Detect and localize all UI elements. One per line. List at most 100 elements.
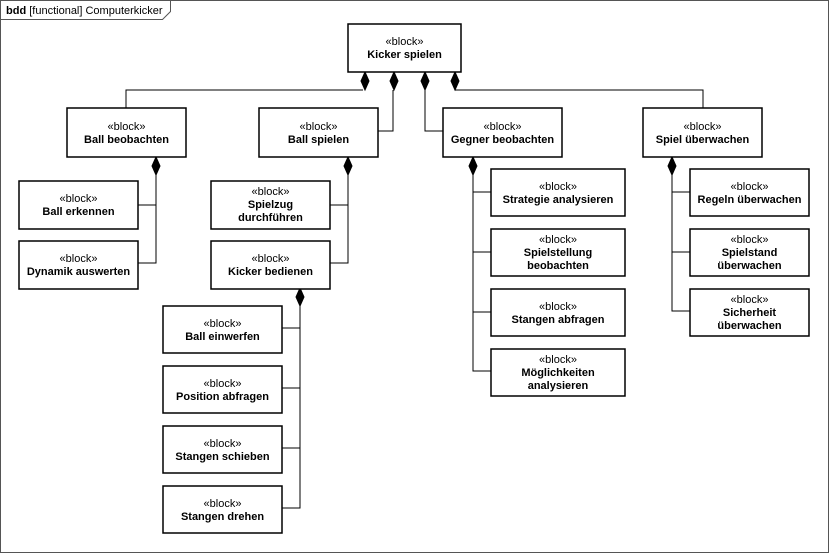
block-name-line: Möglichkeiten [521, 367, 595, 379]
composition-diamond [667, 155, 677, 177]
block-ball-einwerfen[interactable]: «block» Ball einwerfen [162, 305, 283, 354]
frame-label-tab [0, 0, 171, 20]
block-name: Kicker spielen [367, 49, 442, 61]
block-name: Ball erkennen [42, 206, 114, 218]
block-spiel-ueberwachen[interactable]: «block» Spiel überwachen [642, 107, 763, 158]
connector-root-gegner-beobachten [424, 90, 443, 132]
composition-diamond [360, 70, 370, 92]
connector-root-ball-beobachten [125, 89, 363, 108]
frame-label: bdd [functional] Computerkicker [6, 5, 163, 17]
block-stereotype: «block» [731, 234, 769, 246]
connector-ball-spielen-children [330, 174, 349, 264]
block-stereotype: «block» [204, 438, 242, 450]
block-box [689, 228, 810, 277]
block-box [258, 107, 379, 158]
block-name-line: überwachen [717, 260, 781, 272]
block-box [162, 485, 283, 534]
block-stereotype: «block» [60, 253, 98, 265]
block-name: Stangen drehen [181, 511, 264, 523]
block-name: Kicker bedienen [228, 266, 313, 278]
block-stangen-drehen[interactable]: «block» Stangen drehen [162, 485, 283, 534]
block-gegner-beobachten[interactable]: «block» Gegner beobachten [442, 107, 563, 158]
block-box [18, 180, 139, 230]
block-kicker-spielen[interactable]: «block» Kicker spielen [347, 23, 462, 73]
block-stereotype: «block» [204, 378, 242, 390]
block-name-line: Spielstand [722, 247, 778, 259]
block-stereotype: «block» [539, 354, 577, 366]
block-box [689, 288, 810, 337]
block-name: Regeln überwachen [698, 194, 802, 206]
block-stereotype: «block» [300, 121, 338, 133]
composition-diamond [343, 155, 353, 177]
connector-gegner-beobachten-children [472, 174, 491, 372]
block-ball-spielen[interactable]: «block» Ball spielen [258, 107, 379, 158]
block-stereotype: «block» [108, 121, 146, 133]
block-name: Ball beobachten [84, 134, 169, 146]
block-name-line: Spielstellung [524, 247, 592, 259]
block-box [66, 107, 187, 158]
frame-kind: bdd [6, 5, 26, 17]
block-box [490, 168, 626, 217]
block-stereotype: «block» [386, 36, 424, 48]
block-box [162, 425, 283, 474]
block-name-line: analysieren [528, 380, 589, 392]
composition-diamond [450, 70, 460, 92]
block-name-line: durchführen [238, 212, 303, 224]
block-stangen-schieben[interactable]: «block» Stangen schieben [162, 425, 283, 474]
block-name: Dynamik auswerten [27, 266, 131, 278]
block-box [689, 168, 810, 217]
block-name: Stangen schieben [175, 451, 269, 463]
block-box [490, 288, 626, 337]
block-spielstellung-beobachten[interactable]: «block» Spielstellung beobachten [490, 228, 626, 277]
block-kicker-bedienen[interactable]: «block» Kicker bedienen [210, 240, 331, 290]
block-stereotype: «block» [252, 253, 290, 265]
connector-root-spiel-ueberwachen [455, 89, 704, 108]
connector-root-ball-spielen [378, 90, 394, 132]
block-stereotype: «block» [539, 301, 577, 313]
block-name: Strategie analysieren [503, 194, 614, 206]
block-ball-erkennen[interactable]: «block» Ball erkennen [18, 180, 139, 230]
block-strategie-analysieren[interactable]: «block» Strategie analysieren [490, 168, 626, 217]
block-box [347, 23, 462, 73]
block-stereotype: «block» [539, 181, 577, 193]
block-box [490, 348, 626, 397]
block-spielstand-ueberwachen[interactable]: «block» Spielstand überwachen [689, 228, 810, 277]
block-stereotype: «block» [484, 121, 522, 133]
composition-diamond [420, 70, 430, 92]
block-box [162, 305, 283, 354]
block-name: Ball spielen [288, 134, 349, 146]
composition-diamond [295, 286, 305, 308]
block-name: Ball einwerfen [185, 331, 260, 343]
block-name-line: Sicherheit [723, 307, 777, 319]
block-box [210, 180, 331, 230]
block-dynamik-auswerten[interactable]: «block» Dynamik auswerten [18, 240, 139, 290]
block-position-abfragen[interactable]: «block» Position abfragen [162, 365, 283, 414]
block-spielzug-durchfuehren[interactable]: «block» Spielzug durchführen [210, 180, 331, 230]
composition-diamonds [151, 70, 677, 308]
block-box [642, 107, 763, 158]
block-stereotype: «block» [731, 181, 769, 193]
block-sicherheit-ueberwachen[interactable]: «block» Sicherheit überwachen [689, 288, 810, 337]
block-moeglichkeiten-analysieren[interactable]: «block» Möglichkeiten analysieren [490, 348, 626, 397]
composition-diamond [389, 70, 399, 92]
block-name-line: beobachten [527, 260, 589, 272]
block-box [18, 240, 139, 290]
block-box [210, 240, 331, 290]
block-stereotype: «block» [731, 294, 769, 306]
composition-connectors [125, 89, 704, 509]
block-box [442, 107, 563, 158]
block-name: Position abfragen [176, 391, 269, 403]
connector-ball-beobachten-children [138, 174, 157, 264]
block-ball-beobachten[interactable]: «block» Ball beobachten [66, 107, 187, 158]
block-stangen-abfragen[interactable]: «block» Stangen abfragen [490, 288, 626, 337]
block-stereotype: «block» [252, 186, 290, 198]
block-regeln-ueberwachen[interactable]: «block» Regeln überwachen [689, 168, 810, 217]
block-name: Stangen abfragen [512, 314, 605, 326]
block-stereotype: «block» [60, 193, 98, 205]
block-stereotype: «block» [539, 234, 577, 246]
connector-spiel-ueberwachen-children [671, 174, 690, 312]
composition-diamond [468, 155, 478, 177]
block-stereotype: «block» [684, 121, 722, 133]
block-box [490, 228, 626, 277]
